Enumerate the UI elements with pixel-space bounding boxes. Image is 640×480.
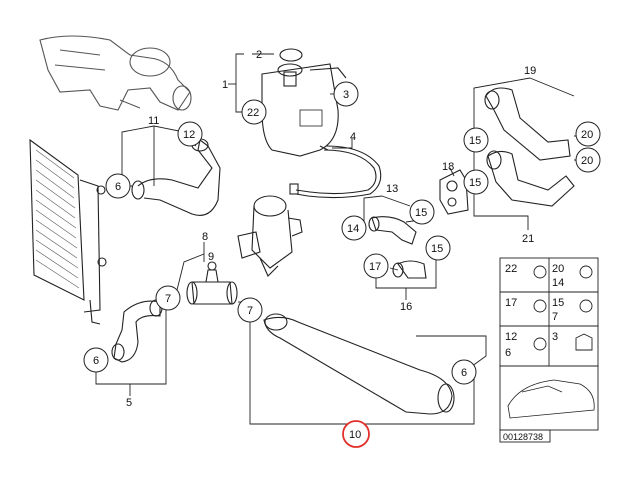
svg-text:17: 17 bbox=[369, 261, 381, 273]
callout-11[interactable]: 11 bbox=[148, 115, 159, 127]
svg-text:7: 7 bbox=[247, 305, 253, 317]
callouts: 2 1 22 3 4 11 12 6 13 14 15 18 15 15 19 … bbox=[83, 49, 601, 448]
radiator-drawing bbox=[29, 138, 107, 325]
svg-text:12: 12 bbox=[183, 129, 195, 141]
callout-4[interactable]: 4 bbox=[350, 131, 356, 143]
leader-lines bbox=[95, 53, 584, 432]
callout-22[interactable]: 22 bbox=[241, 99, 267, 125]
svg-text:15: 15 bbox=[469, 177, 481, 189]
callout-9[interactable]: 9 bbox=[208, 251, 214, 263]
water-pump-drawing bbox=[39, 35, 192, 111]
svg-text:18: 18 bbox=[442, 161, 454, 173]
svg-text:8: 8 bbox=[202, 231, 208, 243]
svg-text:6: 6 bbox=[461, 367, 467, 379]
legend-labels: 22 20 14 17 15 7 12 6 3 00128738 bbox=[503, 263, 564, 442]
callout-6-left[interactable]: 6 bbox=[105, 173, 131, 199]
svg-text:20: 20 bbox=[581, 155, 593, 167]
svg-text:21: 21 bbox=[522, 233, 534, 245]
callout-14[interactable]: 14 bbox=[341, 215, 367, 241]
parts-legend bbox=[499, 257, 599, 443]
callout-5[interactable]: 5 bbox=[126, 397, 132, 409]
callout-18[interactable]: 18 bbox=[442, 161, 454, 173]
thermostat-housing-drawing bbox=[237, 195, 303, 277]
callout-19[interactable]: 19 bbox=[524, 65, 536, 77]
svg-text:10: 10 bbox=[349, 429, 361, 441]
svg-text:4: 4 bbox=[350, 131, 356, 143]
svg-text:7: 7 bbox=[552, 311, 558, 323]
svg-text:12: 12 bbox=[505, 331, 517, 343]
callout-2[interactable]: 2 bbox=[256, 49, 262, 61]
svg-text:5: 5 bbox=[126, 397, 132, 409]
svg-text:19: 19 bbox=[524, 65, 536, 77]
callout-21[interactable]: 21 bbox=[522, 233, 534, 245]
callout-20-a[interactable]: 20 bbox=[575, 121, 601, 147]
callout-15-d[interactable]: 15 bbox=[425, 235, 451, 261]
diagram-id: 00128738 bbox=[503, 432, 543, 442]
callout-20-b[interactable]: 20 bbox=[575, 147, 601, 173]
hose-11-drawing bbox=[131, 138, 221, 216]
svg-text:13: 13 bbox=[386, 183, 398, 195]
svg-text:3: 3 bbox=[552, 331, 558, 343]
svg-text:17: 17 bbox=[505, 297, 517, 309]
svg-text:1: 1 bbox=[222, 79, 228, 91]
callout-1[interactable]: 1 bbox=[222, 79, 228, 91]
callout-7-a[interactable]: 7 bbox=[155, 285, 181, 311]
svg-text:6: 6 bbox=[115, 181, 121, 193]
svg-text:15: 15 bbox=[415, 207, 427, 219]
svg-text:22: 22 bbox=[247, 107, 259, 119]
callout-15-a[interactable]: 15 bbox=[409, 199, 435, 225]
svg-text:20: 20 bbox=[581, 129, 593, 141]
svg-text:16: 16 bbox=[400, 301, 412, 313]
callout-13[interactable]: 13 bbox=[386, 183, 398, 195]
hose-13-drawing bbox=[368, 216, 427, 279]
svg-text:22: 22 bbox=[505, 263, 517, 275]
hose-5-drawing bbox=[111, 299, 163, 363]
t-piece-8-drawing bbox=[186, 261, 238, 305]
hose-10-drawing bbox=[263, 313, 455, 415]
callout-12[interactable]: 12 bbox=[177, 121, 203, 147]
svg-text:6: 6 bbox=[93, 355, 99, 367]
svg-text:15: 15 bbox=[552, 297, 564, 309]
svg-text:3: 3 bbox=[343, 89, 349, 101]
svg-text:11: 11 bbox=[148, 115, 159, 127]
svg-text:2: 2 bbox=[256, 49, 262, 61]
callout-15-b[interactable]: 15 bbox=[463, 127, 489, 153]
svg-text:6: 6 bbox=[505, 347, 511, 359]
connector-18-drawing bbox=[439, 169, 469, 215]
callout-6-right[interactable]: 6 bbox=[451, 359, 477, 385]
hose-19-drawing bbox=[484, 87, 571, 161]
svg-text:14: 14 bbox=[552, 277, 564, 289]
expansion-tank-drawing bbox=[261, 48, 347, 157]
svg-text:15: 15 bbox=[431, 243, 443, 255]
svg-text:15: 15 bbox=[469, 135, 481, 147]
hose-21-drawing bbox=[486, 150, 575, 207]
callout-15-c[interactable]: 15 bbox=[463, 169, 489, 195]
hose-4-drawing bbox=[289, 145, 382, 199]
callout-7-b[interactable]: 7 bbox=[237, 297, 263, 323]
callout-16[interactable]: 16 bbox=[400, 301, 412, 313]
callout-6-mid[interactable]: 6 bbox=[83, 347, 109, 373]
svg-text:20: 20 bbox=[552, 263, 564, 275]
callout-8[interactable]: 8 bbox=[202, 231, 208, 243]
callout-17[interactable]: 17 bbox=[363, 253, 389, 279]
callout-3[interactable]: 3 bbox=[333, 81, 359, 107]
svg-text:9: 9 bbox=[208, 251, 214, 263]
svg-text:14: 14 bbox=[347, 223, 359, 235]
callout-10[interactable]: 10 bbox=[342, 420, 370, 448]
svg-text:7: 7 bbox=[165, 293, 171, 305]
